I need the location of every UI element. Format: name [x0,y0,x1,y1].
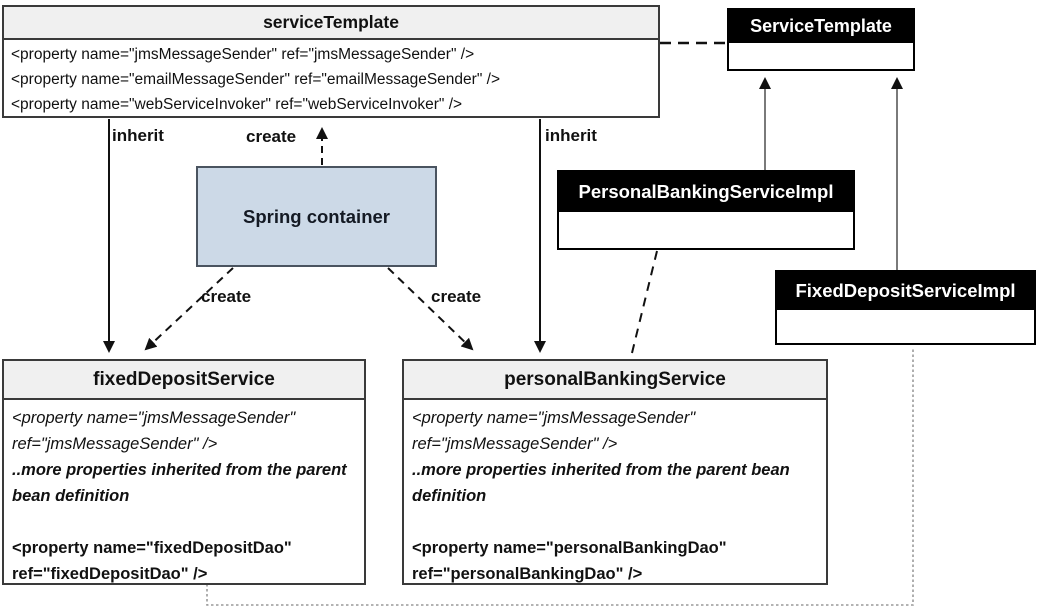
class-body-empty [559,212,853,248]
create-bottom-right-arrow [387,267,474,351]
inherited-note-line: ..more properties inherited from the par… [412,461,790,505]
class-title-fixed-deposit-service-impl: FixedDepositServiceImpl [777,272,1034,310]
edge-label-create-bottom-right: create [431,287,482,306]
bean-title-personal-banking-service: personalBankingService [404,361,826,400]
bean-title-service-template: serviceTemplate [4,7,658,40]
own-property-line: <property name="personalBankingDao" ref=… [412,539,727,583]
create-bottom-left-arrow [144,267,234,351]
inherited-note-line: ..more properties inherited from the par… [12,461,347,505]
bean-box-personal-banking-service: personalBankingService <property name="j… [402,359,828,585]
inherited-property-line: <property name="jmsMessageSender" ref="j… [412,409,696,453]
spring-container-box: Spring container [196,166,437,267]
edge-label-inherit-left: inherit [112,126,164,145]
bean-box-fixed-deposit-service: fixedDepositService <property name="jmsM… [2,359,366,585]
class-body-empty [777,310,1034,343]
class-box-service-template: ServiceTemplate [727,8,915,71]
property-line: <property name="webServiceInvoker" ref="… [11,96,463,113]
bean-body-fixed-deposit-service: <property name="jmsMessageSender" ref="j… [4,400,364,587]
property-line: <property name="emailMessageSender" ref=… [11,71,500,88]
impl-to-bean-dashed-link-personal [630,250,658,358]
class-title-service-template: ServiceTemplate [729,10,913,43]
edge-label-create-top: create [246,127,297,146]
bean-body-personal-banking-service: <property name="jmsMessageSender" ref="j… [404,400,826,587]
class-box-personal-banking-service-impl: PersonalBankingServiceImpl [557,170,855,250]
property-line: <property name="jmsMessageSender" ref="j… [11,46,475,63]
inherited-property-line: <property name="jmsMessageSender" ref="j… [12,409,296,453]
spring-container-label: Spring container [243,205,390,227]
bean-title-fixed-deposit-service: fixedDepositService [4,361,364,400]
bean-box-service-template: serviceTemplate <property name="jmsMessa… [2,5,660,118]
edge-label-create-bottom-left: create [201,287,252,306]
edge-label-inherit-right: inherit [545,126,597,145]
own-property-line: <property name="fixedDepositDao" ref="fi… [12,539,292,583]
bean-body-service-template: <property name="jmsMessageSender" ref="j… [4,40,658,117]
class-body-empty [729,43,913,67]
class-box-fixed-deposit-service-impl: FixedDepositServiceImpl [775,270,1036,345]
class-title-personal-banking-service-impl: PersonalBankingServiceImpl [559,172,853,212]
